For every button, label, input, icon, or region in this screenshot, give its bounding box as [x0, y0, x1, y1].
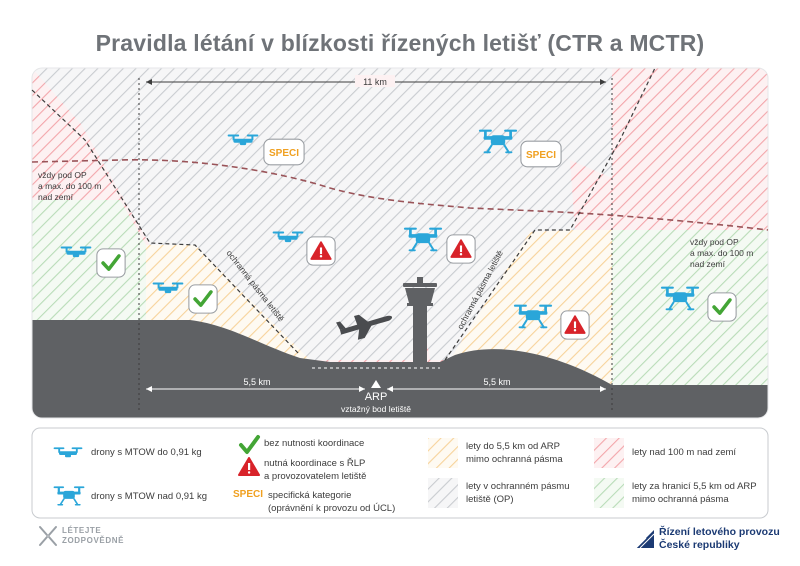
- zone-protection-slope-left: [32, 68, 340, 360]
- rlp-logo-text: Řízení letového provozu České republiky: [659, 526, 780, 552]
- legend-orange-swatch: [428, 438, 458, 468]
- legend-red-swatch: [594, 438, 624, 468]
- legend-grey-2: letiště (OP): [466, 494, 514, 505]
- legend-speci-label: SPECI: [233, 489, 264, 500]
- check-icon: [707, 292, 737, 322]
- legend-coord-2: a provozovatelem letiště: [264, 471, 367, 482]
- legend-large-drone: drony s MTOW nad 0,91 kg: [91, 491, 207, 502]
- legend-warning-icon: [238, 457, 260, 476]
- right-note-3: nad zemí: [690, 259, 726, 269]
- rlp-line-1: Řízení letového provozu: [659, 526, 780, 538]
- rlp-line-2: České republiky: [659, 539, 740, 551]
- label-5-5km-left: 5,5 km: [243, 377, 270, 387]
- legend-grey-1: lety v ochranném pásmu: [466, 481, 570, 492]
- diagram-panel: [32, 68, 768, 418]
- legend-grey-swatch: [428, 478, 458, 508]
- letejte-line-2: ZODPOVĚDNĚ: [62, 536, 125, 545]
- legend-green-swatch: [594, 478, 624, 508]
- check-icon: [188, 284, 218, 314]
- left-note-2: a max. do 100 m: [38, 181, 101, 191]
- left-note-3: nad zemí: [38, 192, 74, 202]
- distance-11km: [146, 75, 606, 87]
- ground: [32, 320, 768, 418]
- label-arp: ARP: [365, 391, 388, 403]
- legend-small-drone: drony s MTOW do 0,91 kg: [91, 447, 202, 458]
- label-5-5km-right: 5,5 km: [483, 377, 510, 387]
- airplane-icon: [336, 314, 393, 340]
- label-arp-sub: vztažný bod letiště: [341, 404, 411, 414]
- control-tower-icon: [403, 277, 437, 362]
- legend-check-icon: [239, 435, 260, 454]
- left-note-1: vždy pod OP: [38, 170, 87, 180]
- letejte-logo-text: LÉTEJTE ZODPOVĚDNĚ: [62, 526, 124, 546]
- warning-icon: [446, 234, 476, 264]
- legend-coord-1: nutná koordinace s ŘLP: [264, 458, 366, 469]
- zone-orange-right: [450, 230, 612, 385]
- legend-green-2: mimo ochranná pásma: [632, 494, 729, 505]
- legend-green-1: lety za hranicí 5,5 km od ARP: [632, 481, 757, 492]
- right-note-2: a max. do 100 m: [690, 248, 753, 258]
- speci-label-1: SPECI: [269, 148, 299, 159]
- legend-panel: [31, 427, 769, 519]
- legend-speci-desc-1: specifická kategorie: [268, 490, 352, 501]
- speci-label-2: SPECI: [526, 150, 556, 161]
- page-title: Pravidla létání v blízkosti řízených let…: [95, 30, 705, 56]
- legend-orange-1: lety do 5,5 km od ARP: [466, 441, 560, 452]
- zone-grey-center: [142, 150, 420, 360]
- warning-icon: [306, 236, 336, 266]
- distance-5-5km-arrows: [146, 380, 606, 392]
- label-11km: 11 km: [363, 77, 387, 87]
- letejte-line-1: LÉTEJTE: [62, 526, 102, 535]
- zone-green-left: [32, 200, 146, 330]
- letejte-logo-icon: [39, 526, 57, 546]
- legend-red: lety nad 100 m nad zemí: [632, 447, 737, 458]
- warning-icon: [560, 310, 590, 340]
- legend-orange-2: mimo ochranná pásma: [466, 454, 563, 465]
- right-note-1: vždy pod OP: [690, 237, 739, 247]
- check-icon: [96, 248, 126, 278]
- protection-line-right: [444, 67, 656, 361]
- protection-line-left: [31, 89, 301, 356]
- legend-speci-desc-2: (oprávnění k provozu od ÚCL): [268, 503, 396, 514]
- rlp-logo-icon: [635, 530, 655, 549]
- legend-no-coord: bez nutnosti koordinace: [264, 438, 365, 449]
- zone-protection-grey: [32, 68, 612, 178]
